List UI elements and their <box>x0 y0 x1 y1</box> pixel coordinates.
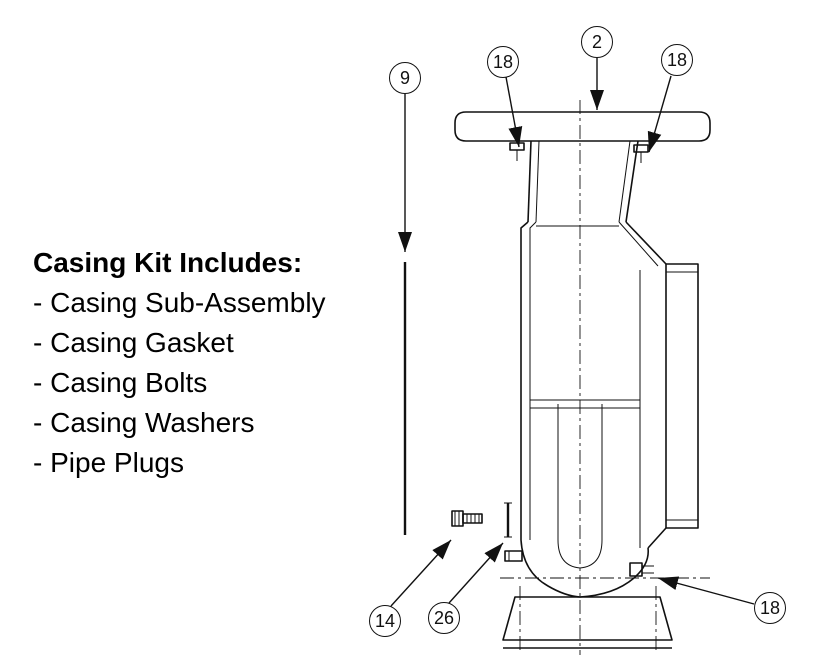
leader-14 <box>390 539 452 607</box>
leader-lines <box>390 58 755 607</box>
callout-18-top-right-label: 18 <box>666 49 688 70</box>
pump-casing-outline <box>454 111 711 649</box>
casing-bolt-and-washer-detail <box>451 502 512 538</box>
leader-18-top-left <box>505 76 523 148</box>
callout-18-top-left: 18 <box>487 46 519 78</box>
casing-kit-note: Casing Kit Includes: - Casing Sub-Assemb… <box>33 243 326 483</box>
kit-item-sub-assembly: - Casing Sub-Assembly <box>33 287 326 318</box>
callout-14-label: 14 <box>374 610 396 631</box>
callout-14: 14 <box>369 605 401 637</box>
callout-2-label: 2 <box>591 31 602 52</box>
casing-kit-heading: Casing Kit Includes: <box>33 247 303 278</box>
leader-18-top-right <box>647 75 672 153</box>
callout-9-label: 9 <box>399 67 410 88</box>
leader-18-bottom <box>657 576 755 605</box>
kit-item-pipe-plugs: - Pipe Plugs <box>33 447 184 478</box>
callout-2: 2 <box>581 26 613 58</box>
kit-item-gasket: - Casing Gasket <box>33 327 234 358</box>
callout-18-top-right: 18 <box>661 44 693 76</box>
callout-18-bottom-right-label: 18 <box>759 597 781 618</box>
kit-item-bolts: - Casing Bolts <box>33 367 208 398</box>
kit-item-washers: - Casing Washers <box>33 407 255 438</box>
leader-26 <box>448 542 504 604</box>
callout-18-top-left-label: 18 <box>492 51 514 72</box>
callout-9: 9 <box>389 62 421 94</box>
callout-18-bottom-right: 18 <box>754 592 786 624</box>
callout-26-label: 26 <box>433 607 455 628</box>
callout-26: 26 <box>428 602 460 634</box>
